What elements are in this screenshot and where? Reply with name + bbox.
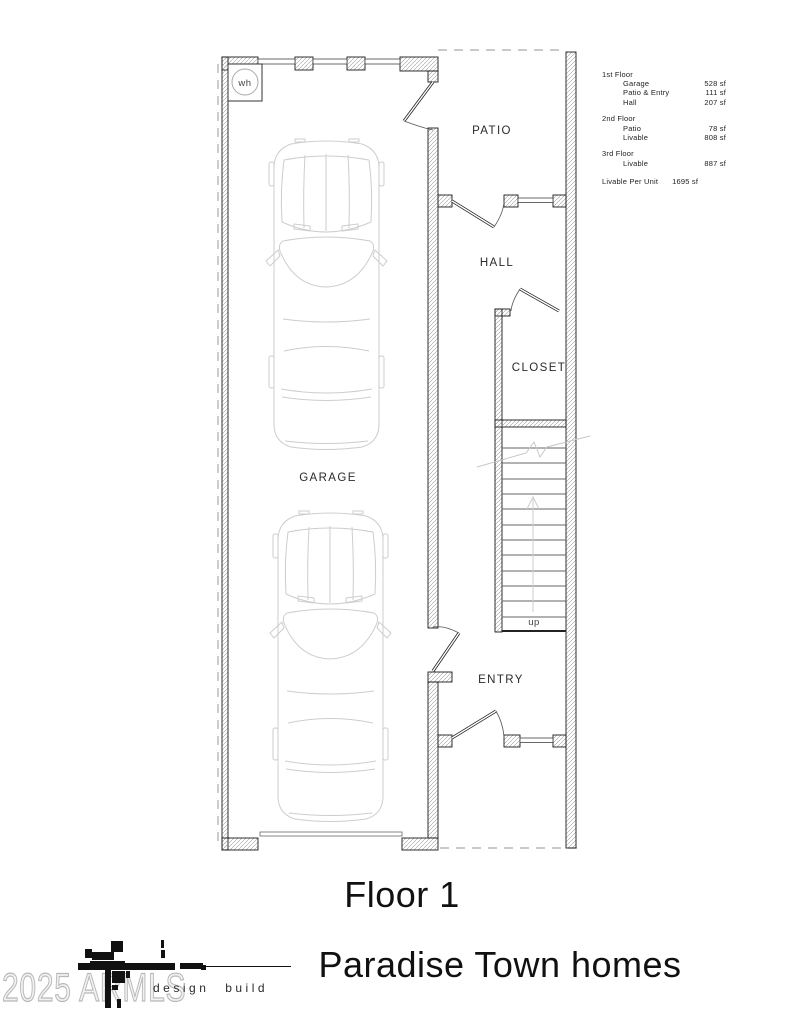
total-label: Livable Per Unit xyxy=(602,176,659,186)
row-value: 887 sf xyxy=(704,158,726,168)
row-label: Patio & Entry xyxy=(623,88,670,98)
water-heater-symbol: wh xyxy=(227,63,263,102)
summary-row: Livable 887 sf xyxy=(602,159,726,168)
room-label-patio: PATIO xyxy=(472,125,512,137)
room-label-garage: GARAGE xyxy=(299,472,357,484)
row-label: Hall xyxy=(623,97,637,107)
logo-shape xyxy=(92,952,114,960)
stairs-group: up xyxy=(476,435,591,632)
row-value: 528 sf xyxy=(704,79,726,89)
armls-watermark: 2025 ARMLS xyxy=(2,965,187,1010)
windows-group xyxy=(257,58,554,837)
summary-row: Hall 207 sf xyxy=(602,98,726,107)
row-value: 808 sf xyxy=(704,132,726,142)
summary-total-row: Livable Per Unit 1695 sf xyxy=(602,177,726,186)
summary-row: Livable 808 sf xyxy=(602,133,726,142)
row-label: Livable xyxy=(623,132,649,142)
logo-shape xyxy=(112,985,118,990)
logo-shape xyxy=(161,940,164,948)
front-entry-door xyxy=(451,709,505,740)
logo-shape xyxy=(201,965,206,970)
room-label-closet: CLOSET xyxy=(512,362,566,374)
water-heater-label: wh xyxy=(237,78,251,89)
room-labels: GARAGE PATIO HALL CLOSET ENTRY xyxy=(299,125,566,686)
area-summary: 1st Floor Garage 528 sf Patio & Entry 11… xyxy=(602,70,726,186)
room-label-entry: ENTRY xyxy=(478,674,524,686)
summary-row: Garage 528 sf xyxy=(602,79,726,88)
patio-hall-door xyxy=(451,199,505,229)
row-value: 207 sf xyxy=(704,97,726,107)
dashed-property-lines xyxy=(217,49,577,849)
logo-shape xyxy=(78,963,175,970)
row-label: Patio xyxy=(623,123,642,133)
section-title: 3rd Floor xyxy=(602,149,634,159)
logo-shape xyxy=(126,971,130,978)
stair-break-line xyxy=(476,435,591,468)
logo-shape xyxy=(90,961,125,963)
stairs-up-label: up xyxy=(528,617,540,628)
logo-shape xyxy=(112,971,125,983)
section-title: 2nd Floor xyxy=(602,114,636,124)
row-label: Garage xyxy=(623,79,650,89)
logo-shape xyxy=(105,970,111,1008)
logo-shape xyxy=(180,963,203,969)
row-value: 111 sf xyxy=(705,88,726,98)
stairs-direction-arrow xyxy=(526,495,540,612)
garage-patio-door xyxy=(402,81,435,131)
summary-row: Patio & Entry 111 sf xyxy=(602,88,726,97)
room-label-hall: HALL xyxy=(480,257,514,269)
car-1 xyxy=(265,138,388,450)
floor-title: Floor 1 xyxy=(344,874,460,915)
doors-group xyxy=(402,81,560,740)
row-value: 78 sf xyxy=(708,123,726,133)
car-2 xyxy=(269,510,392,822)
logo-shape xyxy=(117,999,121,1008)
total-value: 1695 sf xyxy=(672,176,699,186)
logo-shape xyxy=(85,949,92,958)
logo-shape xyxy=(161,950,165,958)
section-title: 1st Floor xyxy=(602,70,633,79)
summary-row: Patio 78 sf xyxy=(602,124,726,133)
logo-shape xyxy=(111,941,123,952)
garage-door xyxy=(259,831,403,837)
garage-entry-door xyxy=(431,626,461,672)
row-label: Livable xyxy=(623,158,649,168)
closet-door xyxy=(510,287,560,313)
builder-tagline: design build xyxy=(153,981,269,995)
project-title: Paradise Town homes xyxy=(318,944,682,985)
walls-group xyxy=(221,51,577,851)
logo-shape xyxy=(206,965,291,967)
